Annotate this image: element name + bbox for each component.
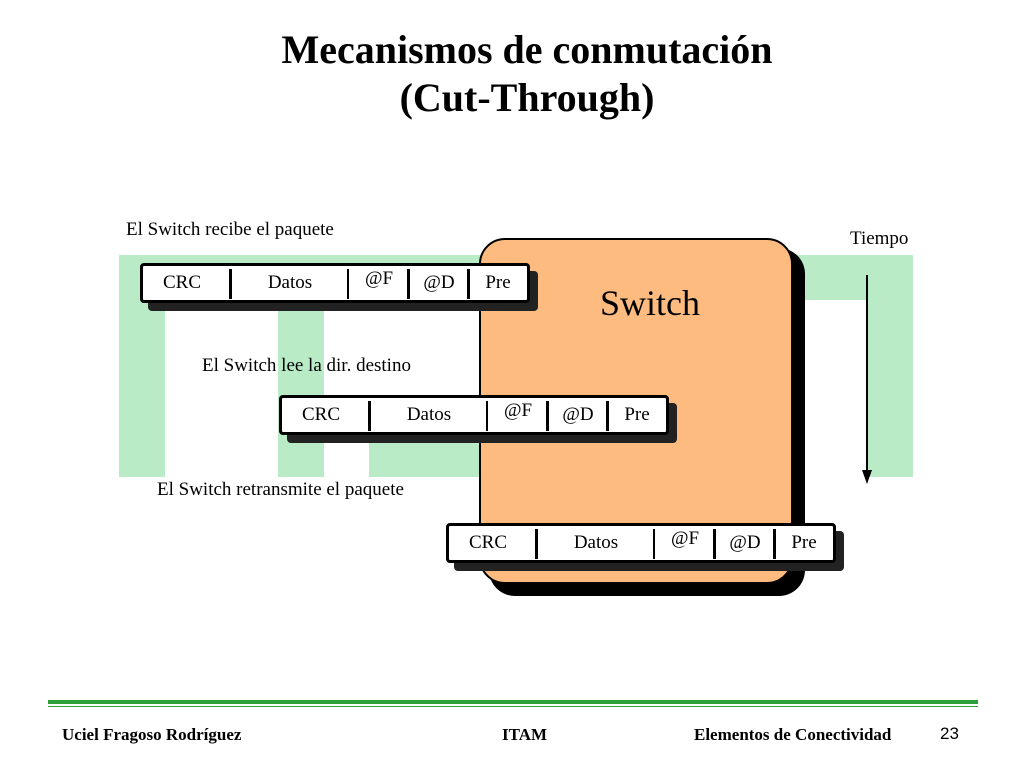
packet-body: CRC Datos @F @D Pre [279,395,669,435]
packet-field-destination: @D [729,532,761,553]
switch-label: Switch [600,283,701,323]
footer-rule [48,700,978,704]
packet-field-destination: @D [562,404,594,425]
caption-forward: El Switch retransmite el paquete [157,479,404,500]
packet-field-datos: Datos [406,404,452,425]
packet-field-source: @F [503,400,533,421]
footer-topic: Elementos de Conectividad [694,725,892,744]
packet-field-crc: CRC [163,272,202,293]
packet-body: CRC Datos @F @D Pre [140,263,530,303]
packet-divider [347,269,349,299]
packet-field-datos: Datos [267,272,313,293]
packet-divider [467,269,470,299]
footer-author: Uciel Fragoso Rodríguez [62,725,242,744]
time-label: Tiempo [850,228,909,249]
footer-rule-thin [48,706,978,707]
packet-divider [368,401,371,431]
packet-field-source: @F [364,268,394,289]
slide-title-line-1: Mecanismos de conmutación [281,27,773,72]
caption-read: El Switch lee la dir. destino [202,355,411,376]
page-number: 23 [940,724,959,743]
packet-divider [653,529,655,559]
packet-read: CRC Datos @F @D Pre [279,395,677,443]
slide-title: Mecanismos de conmutación (Cut-Through) [0,26,1024,122]
packet-divider [486,401,488,431]
packet-field-preamble: Pre [624,404,650,425]
packet-body: CRC Datos @F @D Pre [446,523,836,563]
packet-field-crc: CRC [469,532,508,553]
packet-field-preamble: Pre [791,532,817,553]
caption-receive: El Switch recibe el paquete [126,219,334,240]
packet-field-crc: CRC [302,404,341,425]
green-strip-right [867,255,913,477]
footer-institution: ITAM [502,725,548,744]
packet-divider [407,269,410,299]
packet-forward: CRC Datos @F @D Pre [446,523,844,571]
time-arrow-head-icon [862,470,872,484]
slide-title-line-2: (Cut-Through) [399,75,655,120]
time-arrow-line [866,275,868,471]
packet-divider [773,529,776,559]
packet-divider [546,401,549,431]
packet-divider [229,269,232,299]
packet-divider [535,529,538,559]
packet-receive: CRC Datos @F @D Pre [140,263,538,311]
packet-field-preamble: Pre [485,272,511,293]
packet-divider [713,529,716,559]
packet-divider [606,401,609,431]
packet-field-destination: @D [423,272,455,293]
packet-field-datos: Datos [573,532,619,553]
packet-field-source: @F [670,528,700,549]
